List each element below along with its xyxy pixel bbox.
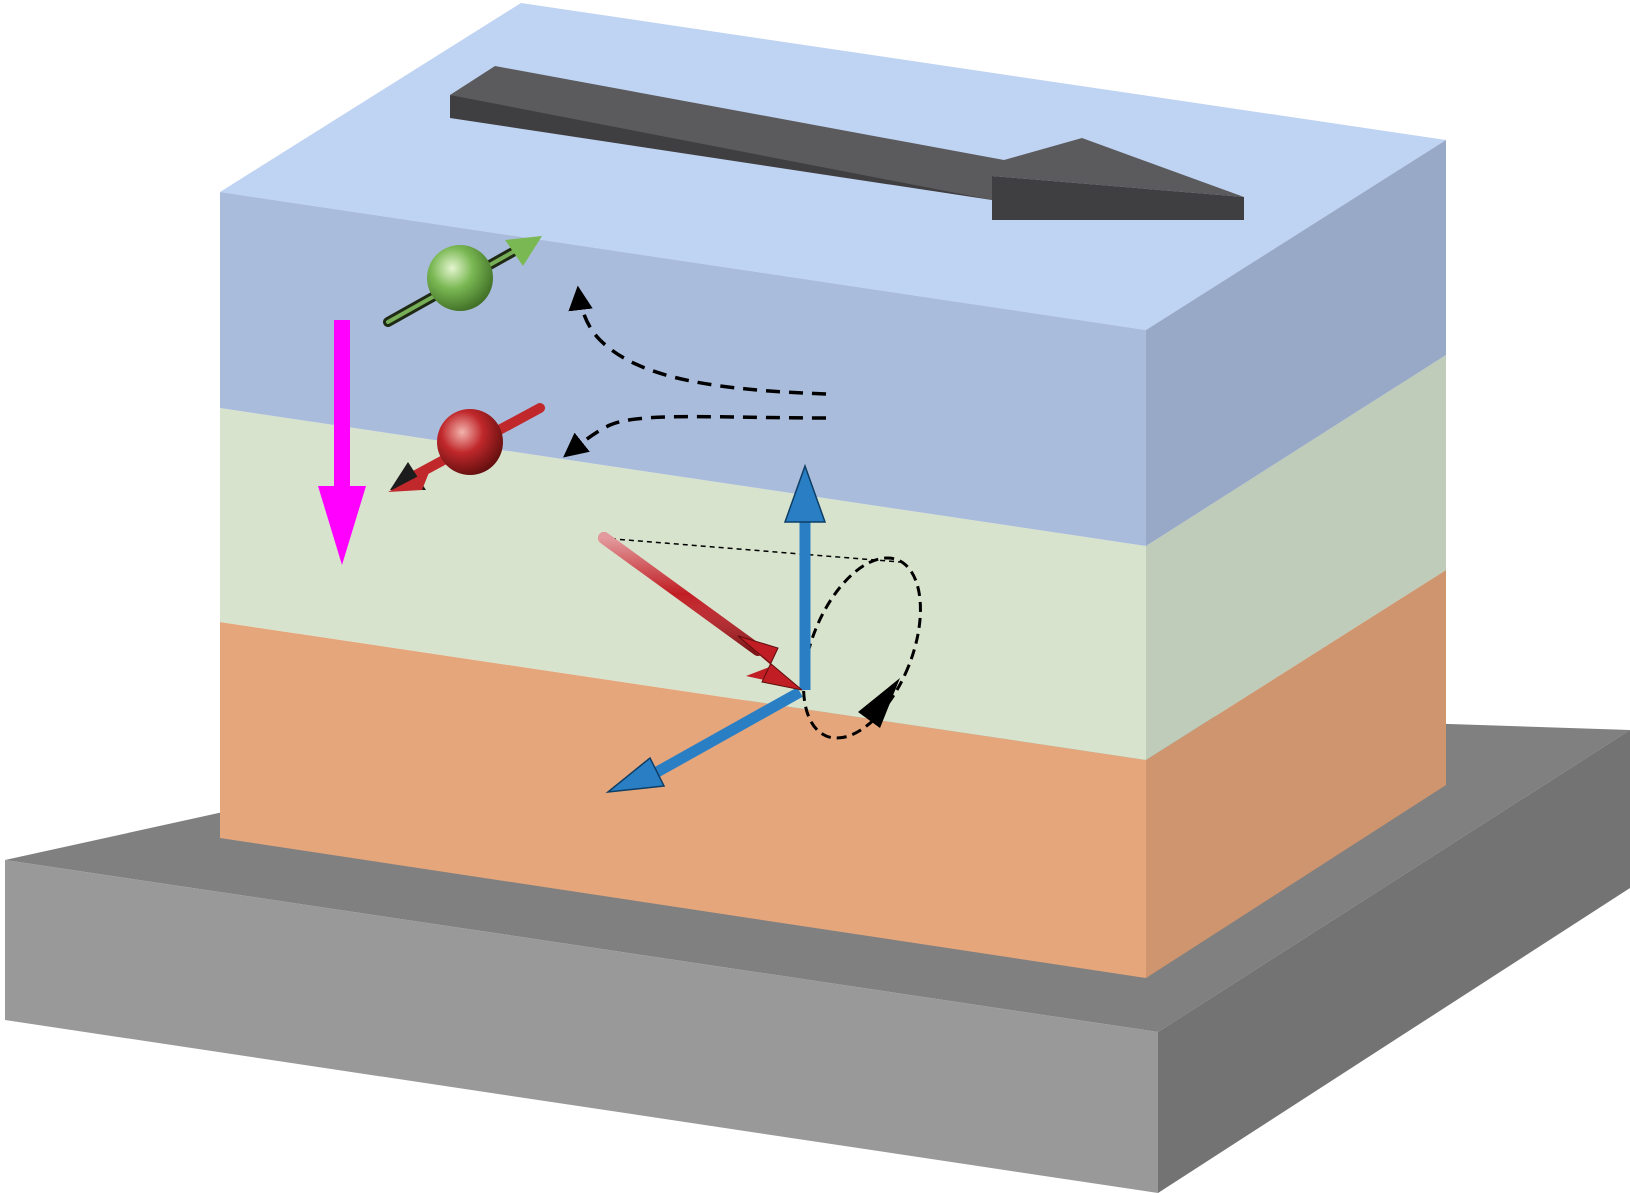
middle-layer <box>220 355 1446 760</box>
bottom-layer-side-face <box>1146 570 1446 978</box>
deflection-dashed-arrows-icon <box>563 285 827 458</box>
axis-arrows-icon <box>605 463 827 794</box>
magnetization-vector-icon <box>598 532 803 691</box>
precession-direction-arrowhead <box>858 678 900 728</box>
top-layer-side-face <box>1146 140 1446 546</box>
substrate-front-face <box>5 860 1158 1193</box>
substrate-side-face <box>1158 730 1630 1193</box>
spin-down-electron-icon <box>388 403 545 492</box>
bottom-layer <box>220 570 1446 978</box>
middle-layer-front-face <box>220 408 1146 760</box>
charge-current-arrow-icon <box>450 66 1244 220</box>
current-arrow-top <box>450 66 1244 200</box>
spin-up-electron-icon <box>383 236 542 327</box>
spin-current-arrow-icon <box>318 320 366 565</box>
deflection-down-path <box>563 414 827 458</box>
bottom-layer-front-face <box>220 622 1146 978</box>
middle-layer-side-face <box>1146 355 1446 760</box>
precession-cone-icon <box>601 537 922 740</box>
